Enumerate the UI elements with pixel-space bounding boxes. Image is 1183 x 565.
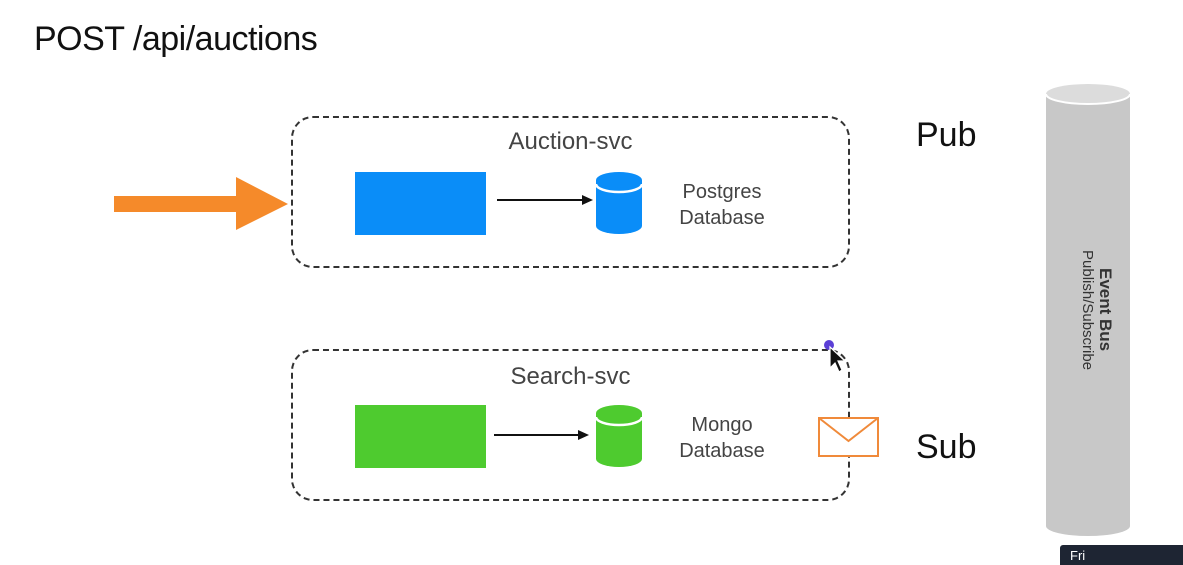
postgres-label-line1: Postgres (682, 181, 762, 203)
search-service-label: Search-svc (510, 363, 631, 390)
auction-service-label: Auction-svc (508, 128, 633, 155)
sub-label: Sub (916, 428, 977, 466)
page-title: POST /api/auctions (34, 20, 318, 58)
postgres-database-label: Postgres Database (662, 179, 782, 231)
partial-tooltip: Fri (1060, 545, 1183, 565)
event-bus-subtitle: Publish/Subscribe (1079, 249, 1096, 371)
mongo-label-line1: Mongo (691, 414, 753, 436)
mongo-database-label: Mongo Database (662, 412, 782, 464)
pub-label: Pub (916, 116, 977, 154)
search-service-block (355, 405, 486, 468)
event-bus-title: Event Bus (1096, 268, 1115, 352)
auction-service-box: Auction-svc (291, 116, 850, 268)
mongo-label-line2: Database (679, 440, 765, 462)
postgres-label-line2: Database (679, 207, 765, 229)
event-bus-label: Event Bus Publish/Subscribe (1068, 210, 1124, 410)
auction-service-block (355, 172, 486, 235)
